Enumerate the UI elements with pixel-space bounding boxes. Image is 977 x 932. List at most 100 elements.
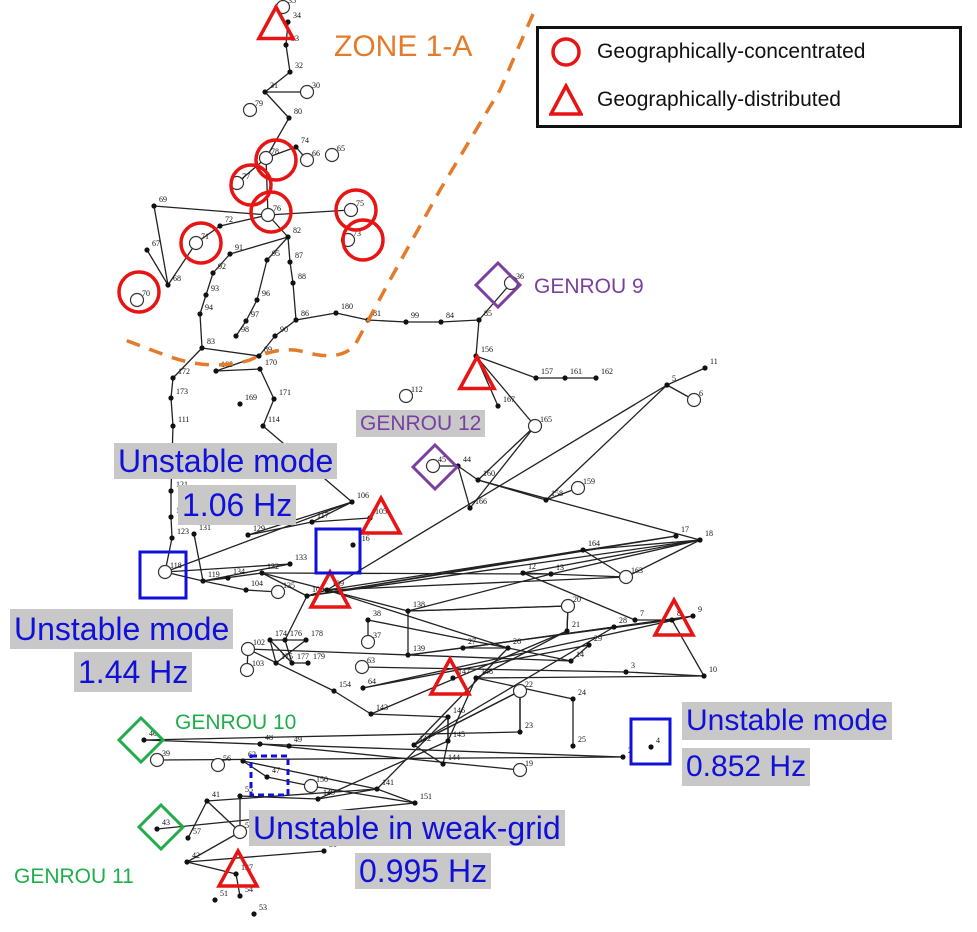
bus-dot [168, 514, 174, 520]
network-line [266, 236, 289, 261]
bus-number: 75 [356, 199, 364, 208]
bus-number: 54 [245, 885, 253, 894]
bus-number: 71 [201, 232, 209, 241]
bus-number: 104 [251, 579, 263, 588]
bus-number: 85 [484, 309, 492, 318]
bus-number: 178 [311, 629, 323, 638]
network-line [477, 479, 547, 501]
network-line [202, 580, 247, 591]
network-line [292, 282, 297, 321]
bus-number: 25 [578, 735, 586, 744]
network-line [199, 313, 203, 349]
red-triangle-marker [652, 596, 696, 637]
network-line [361, 666, 627, 673]
bus-number: 5 [672, 374, 676, 383]
bus-number: 28 [619, 616, 627, 625]
network-line [289, 261, 294, 284]
network-line [326, 576, 627, 591]
bus-dot [287, 69, 293, 75]
generator-circle-icon [324, 147, 340, 163]
network-line [247, 501, 353, 536]
bus-dot [586, 642, 592, 648]
bus-dot [286, 743, 292, 749]
red-triangle-icon [549, 83, 583, 116]
bus-dot [170, 375, 176, 381]
bus-dot [365, 617, 371, 623]
network-line [206, 788, 378, 802]
network-line [311, 501, 353, 523]
network-line [269, 639, 293, 664]
network-line [265, 117, 290, 159]
bus-dot [287, 259, 293, 265]
bus-number: 41 [212, 790, 220, 799]
network-line [413, 744, 444, 765]
bus-number: 131 [199, 523, 211, 532]
network-line [215, 368, 261, 372]
bus-number: 3 [631, 661, 635, 670]
bus-number: 106 [357, 491, 369, 500]
bus-dot [154, 826, 160, 832]
bus-dot [543, 497, 549, 503]
red-circle-marker [334, 188, 378, 232]
network-line [170, 397, 174, 427]
network-line [186, 831, 241, 863]
bus-dot [331, 688, 337, 694]
network-line [370, 630, 568, 715]
red-circle-marker [341, 218, 385, 262]
bus-number: 63 [367, 656, 375, 665]
bus-dot [475, 477, 481, 483]
bus-number: 134 [233, 567, 245, 576]
bus-dot [243, 587, 249, 593]
bus-number: 116 [358, 534, 370, 543]
bus-dot [144, 247, 150, 253]
bus-dot [701, 673, 707, 679]
bus-dot [237, 401, 243, 407]
bus-number: 23 [525, 721, 533, 730]
bus-dot [445, 714, 451, 720]
red-circle-marker [117, 270, 161, 314]
generator-circle-icon [157, 564, 173, 580]
network-line [242, 760, 268, 778]
bus-number: 142 [419, 734, 431, 743]
bus-dot [197, 311, 203, 317]
network-line [326, 384, 668, 591]
bus-number: 94 [205, 303, 213, 312]
network-line [264, 91, 290, 119]
bus-dots [141, 19, 708, 917]
bus-number: 12 [528, 562, 536, 571]
zone-boundary-line [124, 13, 535, 367]
generator-circle-icon [618, 569, 634, 585]
generator-circle-icon [258, 150, 274, 166]
network-line [475, 355, 537, 379]
bus-dot [520, 570, 526, 576]
green-diamond-marker [136, 802, 186, 852]
network-line [475, 355, 536, 427]
bus-number: 14 [576, 650, 584, 659]
bus-dot [440, 761, 446, 767]
network-line [625, 671, 705, 677]
bus-number: 146 [453, 706, 465, 715]
unstable-weak-grid-line1: Unstable in weak-grid [249, 810, 565, 846]
generator-circle-icon [299, 84, 315, 100]
network-line [469, 425, 536, 509]
bus-dot [568, 658, 574, 664]
bus-number: 89 [264, 345, 272, 354]
bus-dot [702, 365, 708, 371]
bus-number: 118 [170, 561, 182, 570]
bus-dot [593, 375, 599, 381]
bus-number: 102 [253, 638, 265, 647]
bus-dot [303, 637, 309, 643]
bus-dot [570, 696, 576, 702]
bus-number: 17 [681, 525, 689, 534]
generator-circle-icon [527, 418, 543, 434]
bus-dot [264, 774, 270, 780]
network-line [457, 465, 471, 509]
purple-diamond-marker [410, 442, 460, 492]
bus-number: 7 [640, 609, 644, 618]
generator-circle-icon [299, 152, 315, 168]
bus-dot [467, 505, 473, 511]
network-line [545, 384, 668, 501]
genrou-10-label: GENROU 10 [172, 710, 300, 735]
network-line [284, 595, 308, 641]
bus-number: 164 [588, 539, 600, 548]
